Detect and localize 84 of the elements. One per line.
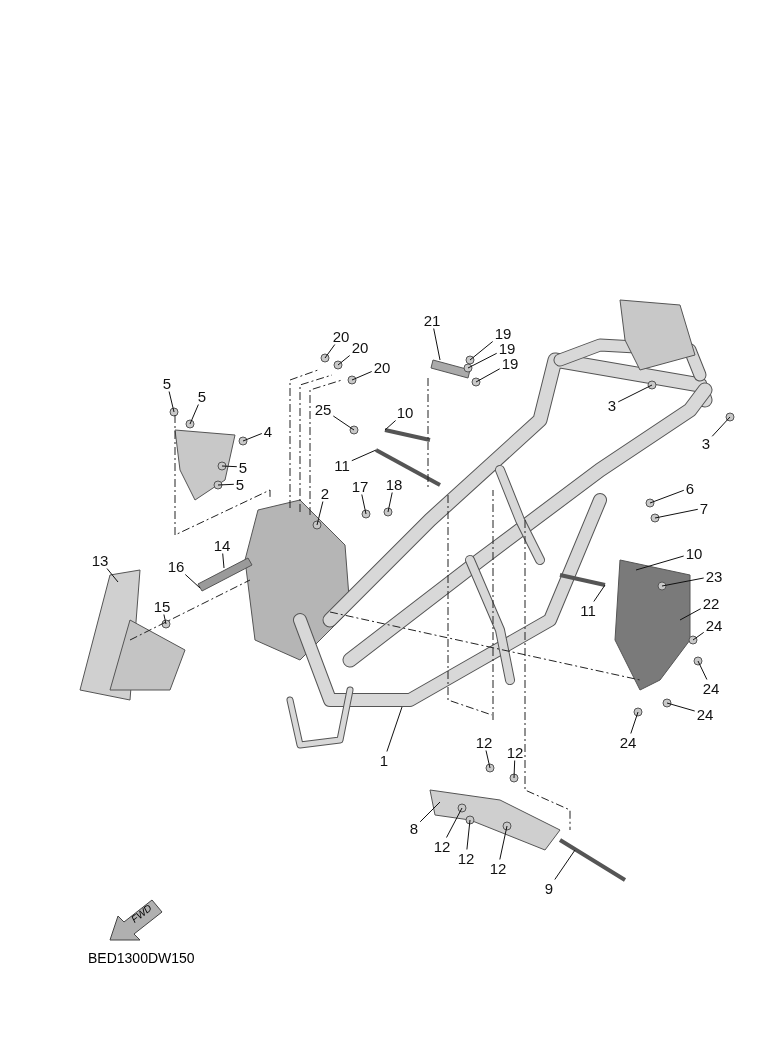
callout-number: 24 (704, 617, 724, 633)
callout-number: 14 (212, 537, 232, 553)
leader-line (654, 508, 699, 519)
callout-number: 12 (474, 734, 494, 750)
leader-line (433, 328, 441, 361)
leader-line (222, 553, 225, 569)
leader-line (617, 384, 653, 403)
callout-number: 20 (372, 359, 392, 375)
leader-line (554, 849, 576, 880)
callout-number: 24 (618, 734, 638, 750)
diagram-code: BED1300DW150 (88, 950, 195, 966)
callout-number: 2 (319, 485, 331, 501)
callout-number: 4 (262, 423, 274, 439)
callout-number: 6 (684, 480, 696, 496)
callout-number: 5 (161, 375, 173, 391)
leader-line (466, 819, 471, 850)
callout-number: 5 (196, 388, 208, 404)
callout-number: 15 (152, 598, 172, 614)
leader-line (387, 492, 393, 513)
leader-line (168, 391, 175, 413)
callout-number: 11 (333, 457, 351, 473)
callout-number: 5 (234, 476, 246, 492)
leader-line (679, 608, 702, 621)
callout-number: 10 (395, 404, 415, 420)
leader-line (351, 371, 373, 381)
callout-number: 7 (698, 500, 710, 516)
callout-number: 12 (488, 860, 508, 876)
callout-number: 12 (432, 838, 452, 854)
leader-line (316, 501, 324, 526)
leader-line (337, 355, 351, 366)
callout-number: 3 (700, 435, 712, 451)
callout-number: 19 (500, 355, 520, 371)
leader-line (446, 807, 463, 838)
leader-line (711, 416, 731, 437)
callout-number: 10 (684, 545, 704, 561)
leader-line (630, 711, 639, 734)
leader-line (697, 660, 708, 680)
leader-line (485, 750, 491, 769)
callout-number: 9 (543, 880, 555, 896)
callout-number: 8 (408, 820, 420, 836)
callout-number: 21 (422, 312, 442, 328)
callout-number: 12 (456, 850, 476, 866)
leader-line (475, 368, 501, 383)
leader-line (163, 614, 167, 625)
leader-line (499, 825, 508, 860)
leader-line (332, 415, 355, 431)
callout-number: 3 (606, 397, 618, 413)
callout-number: 24 (695, 706, 715, 722)
callout-number: 16 (166, 558, 186, 574)
leader-line (324, 344, 336, 359)
callout-number: 22 (701, 595, 721, 611)
leader-line (351, 449, 377, 462)
callout-number: 20 (350, 339, 370, 355)
leader-line (593, 584, 606, 602)
leader-line (692, 631, 705, 641)
leader-line (467, 352, 498, 369)
callout-number: 18 (384, 476, 404, 492)
leader-line (386, 706, 403, 752)
leader-line (221, 465, 238, 468)
callout-number: 25 (313, 401, 333, 417)
callout-number: 12 (505, 744, 525, 760)
callout-number: 20 (331, 328, 351, 344)
leader-line (242, 433, 263, 442)
leader-line (635, 555, 685, 571)
leader-line (469, 341, 494, 361)
leader-line (189, 404, 199, 425)
leader-line (184, 574, 201, 589)
leader-line (666, 702, 696, 712)
leader-line (513, 760, 516, 779)
leader-line (106, 568, 119, 583)
leader-line (419, 801, 441, 823)
leader-line (361, 494, 367, 515)
callout-number: 11 (579, 602, 597, 618)
callout-number: 19 (497, 340, 517, 356)
leader-line (217, 483, 235, 486)
callout-number: 13 (90, 552, 110, 568)
callout-number: 17 (350, 478, 370, 494)
callout-number: 24 (701, 680, 721, 696)
leader-line (649, 489, 685, 504)
callout-number: 23 (704, 568, 724, 584)
leader-line (384, 420, 397, 431)
callout-number: 5 (237, 459, 249, 475)
callout-number: 1 (378, 752, 390, 768)
callout-number: 19 (493, 325, 513, 341)
